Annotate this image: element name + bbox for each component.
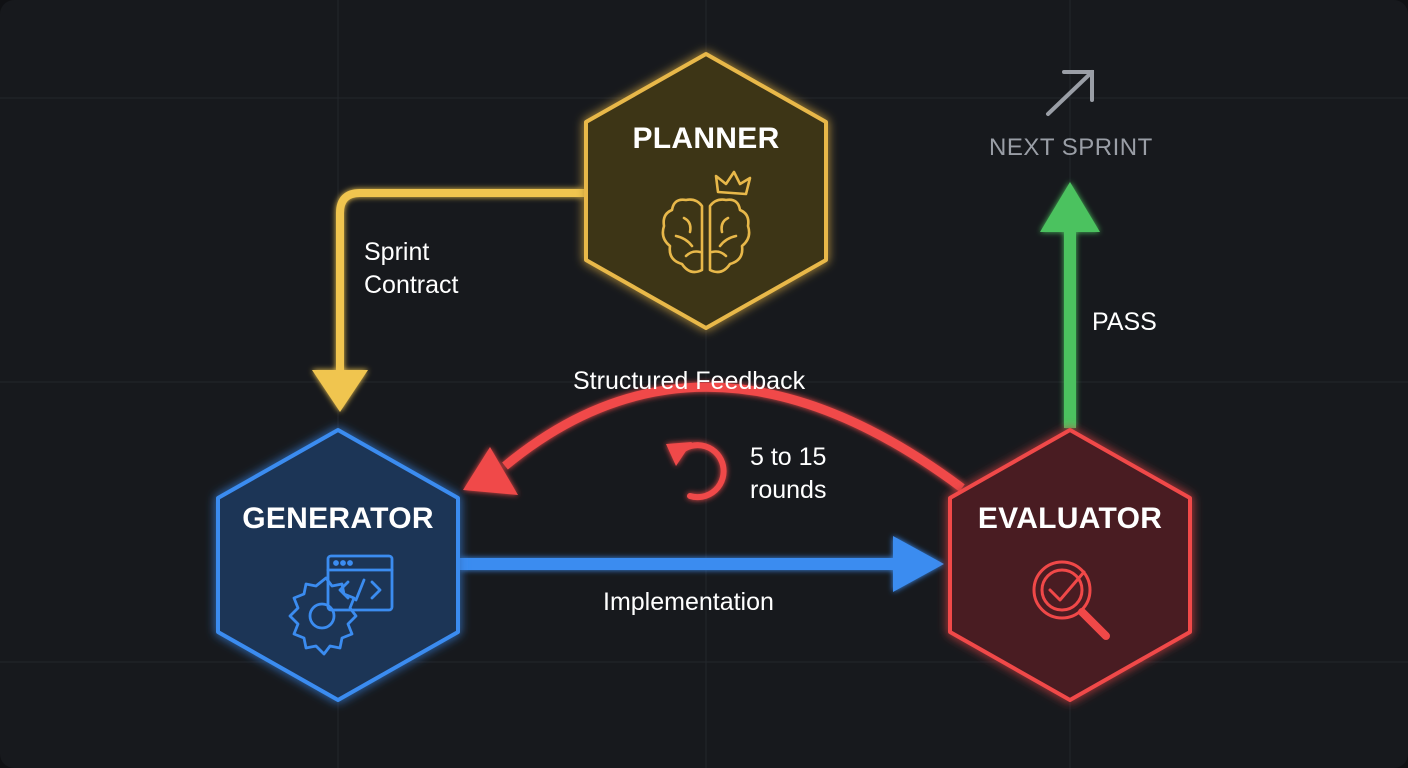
sprint-contract-arrow [312,189,584,412]
brain-crown-icon [661,170,752,274]
arrow-up-right-icon [1046,70,1094,116]
sprint-contract-label-line1: Sprint [364,238,430,266]
planner-node [584,52,828,330]
code-gear-icon [288,554,394,656]
evaluator-node [948,428,1192,702]
pass-label: PASS [1092,308,1157,336]
sprint-contract-label-line2: Contract [364,271,459,299]
evaluator-title: EVALUATOR [977,502,1163,535]
structured-feedback-label: Structured Feedback [573,367,806,395]
next-sprint-label: NEXT SPRINT [989,134,1153,161]
generator-title: GENERATOR [242,502,434,535]
planner-title: PLANNER [632,122,780,155]
rounds-label-line2: rounds [750,476,827,504]
loop-arrow-icon [666,442,727,501]
check-magnifier-icon [1032,560,1110,640]
implementation-arrow [460,536,944,592]
implementation-label: Implementation [603,588,774,616]
structured-feedback-arrow [463,382,965,495]
rounds-label-line1: 5 to 15 [750,443,827,471]
pass-arrow [1040,182,1100,428]
